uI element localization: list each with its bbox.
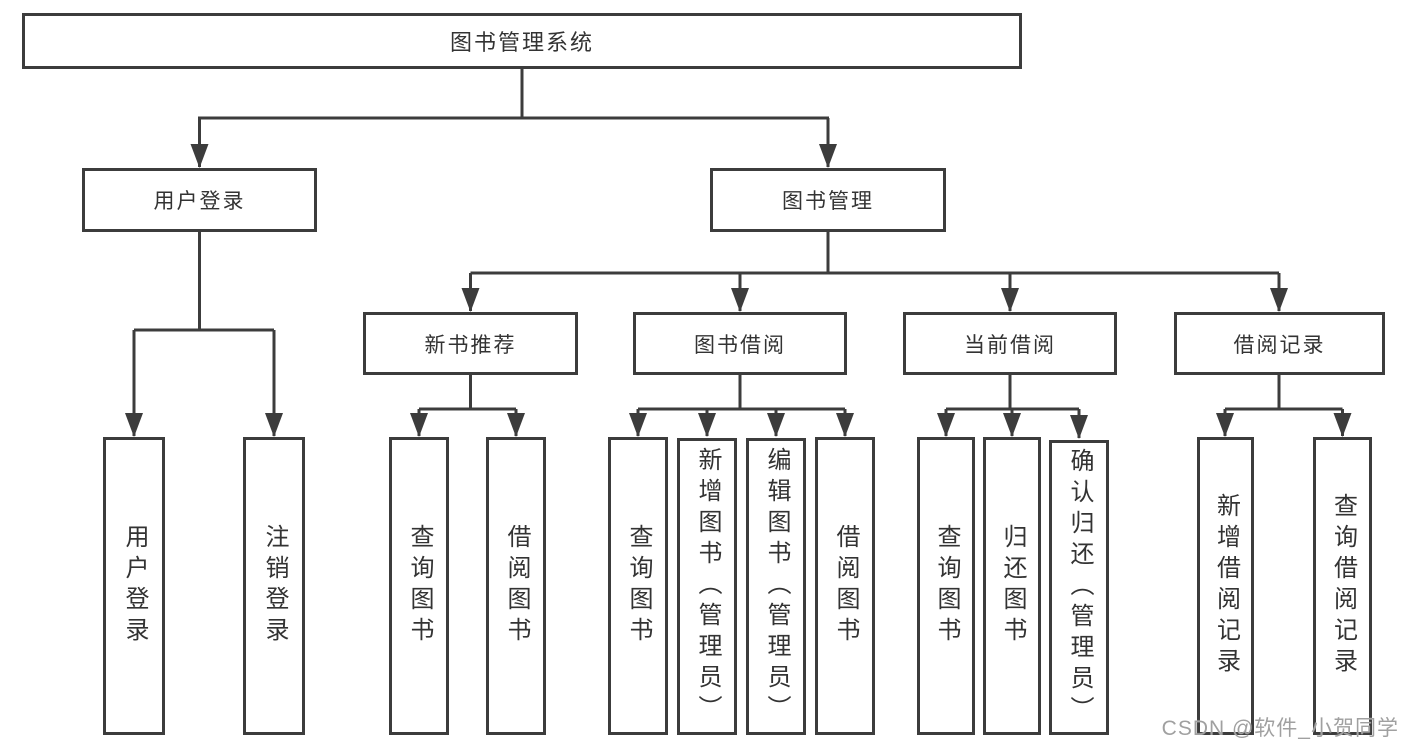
leaf-add-book-admin: 新增图书（管理员）	[677, 438, 737, 735]
leaf-logout-login: 注销登录	[243, 437, 305, 735]
leaf-confirm-return-admin: 确认归还（管理员）	[1049, 440, 1109, 735]
leaf-borrow-books-2-label: 借阅图书	[832, 524, 859, 648]
node-current-borrow: 当前借阅	[903, 312, 1117, 375]
leaf-query-books-3: 查询图书	[917, 437, 975, 735]
node-new-book-recommend: 新书推荐	[363, 312, 578, 375]
leaf-borrow-books-1: 借阅图书	[486, 437, 546, 735]
leaf-user-login-label: 用户登录	[121, 524, 148, 648]
node-user-login: 用户登录	[82, 168, 317, 232]
leaf-return-books-label: 归还图书	[999, 524, 1026, 648]
leaf-query-books-3-label: 查询图书	[933, 524, 960, 648]
leaf-query-books-1: 查询图书	[389, 437, 449, 735]
leaf-borrow-books-2: 借阅图书	[815, 437, 875, 735]
leaf-logout-login-label: 注销登录	[261, 524, 288, 648]
rail-root	[198, 69, 829, 120]
rail-book-management	[470, 232, 1279, 275]
leaf-return-books: 归还图书	[983, 437, 1041, 735]
rail-current-borrow	[946, 375, 1079, 411]
node-borrow-records-label: 借阅记录	[1233, 333, 1326, 357]
node-book-management: 图书管理	[710, 168, 946, 232]
node-root: 图书管理系统	[22, 13, 1022, 69]
leaf-query-books-2: 查询图书	[608, 437, 668, 735]
node-root-label: 图书管理系统	[449, 30, 594, 55]
leaf-add-book-admin-label: 新增图书（管理员）	[694, 447, 721, 726]
watermark: CSDN @软件_小贺同学	[1161, 717, 1399, 740]
rail-book-borrow	[638, 375, 845, 411]
leaf-query-borrow-record-label: 查询借阅记录	[1329, 493, 1357, 679]
node-current-borrow-label: 当前借阅	[964, 333, 1056, 357]
leaf-query-books-1-label: 查询图书	[406, 524, 433, 648]
leaf-query-borrow-record: 查询借阅记录	[1313, 437, 1372, 735]
node-book-management-label: 图书管理	[782, 190, 874, 213]
leaf-edit-book-admin: 编辑图书（管理员）	[746, 438, 806, 735]
node-new-book-recommend-label: 新书推荐	[424, 333, 517, 357]
leaf-edit-book-admin-label: 编辑图书（管理员）	[763, 447, 790, 726]
rail-borrow-records	[1225, 375, 1343, 411]
node-borrow-records: 借阅记录	[1174, 312, 1385, 375]
rail-user-login	[134, 232, 274, 332]
leaf-add-borrow-record: 新增借阅记录	[1197, 437, 1254, 735]
leaf-confirm-return-admin-label: 确认归还（管理员）	[1066, 448, 1093, 727]
node-book-borrow-label: 图书借阅	[694, 333, 786, 357]
rail-new-book	[419, 375, 516, 411]
node-user-login-label: 用户登录	[153, 190, 246, 213]
node-book-borrow: 图书借阅	[633, 312, 847, 375]
leaf-borrow-books-1-label: 借阅图书	[503, 524, 530, 648]
leaf-query-books-2-label: 查询图书	[625, 524, 652, 648]
leaf-add-borrow-record-label: 新增借阅记录	[1212, 493, 1240, 679]
leaf-user-login: 用户登录	[103, 437, 165, 735]
